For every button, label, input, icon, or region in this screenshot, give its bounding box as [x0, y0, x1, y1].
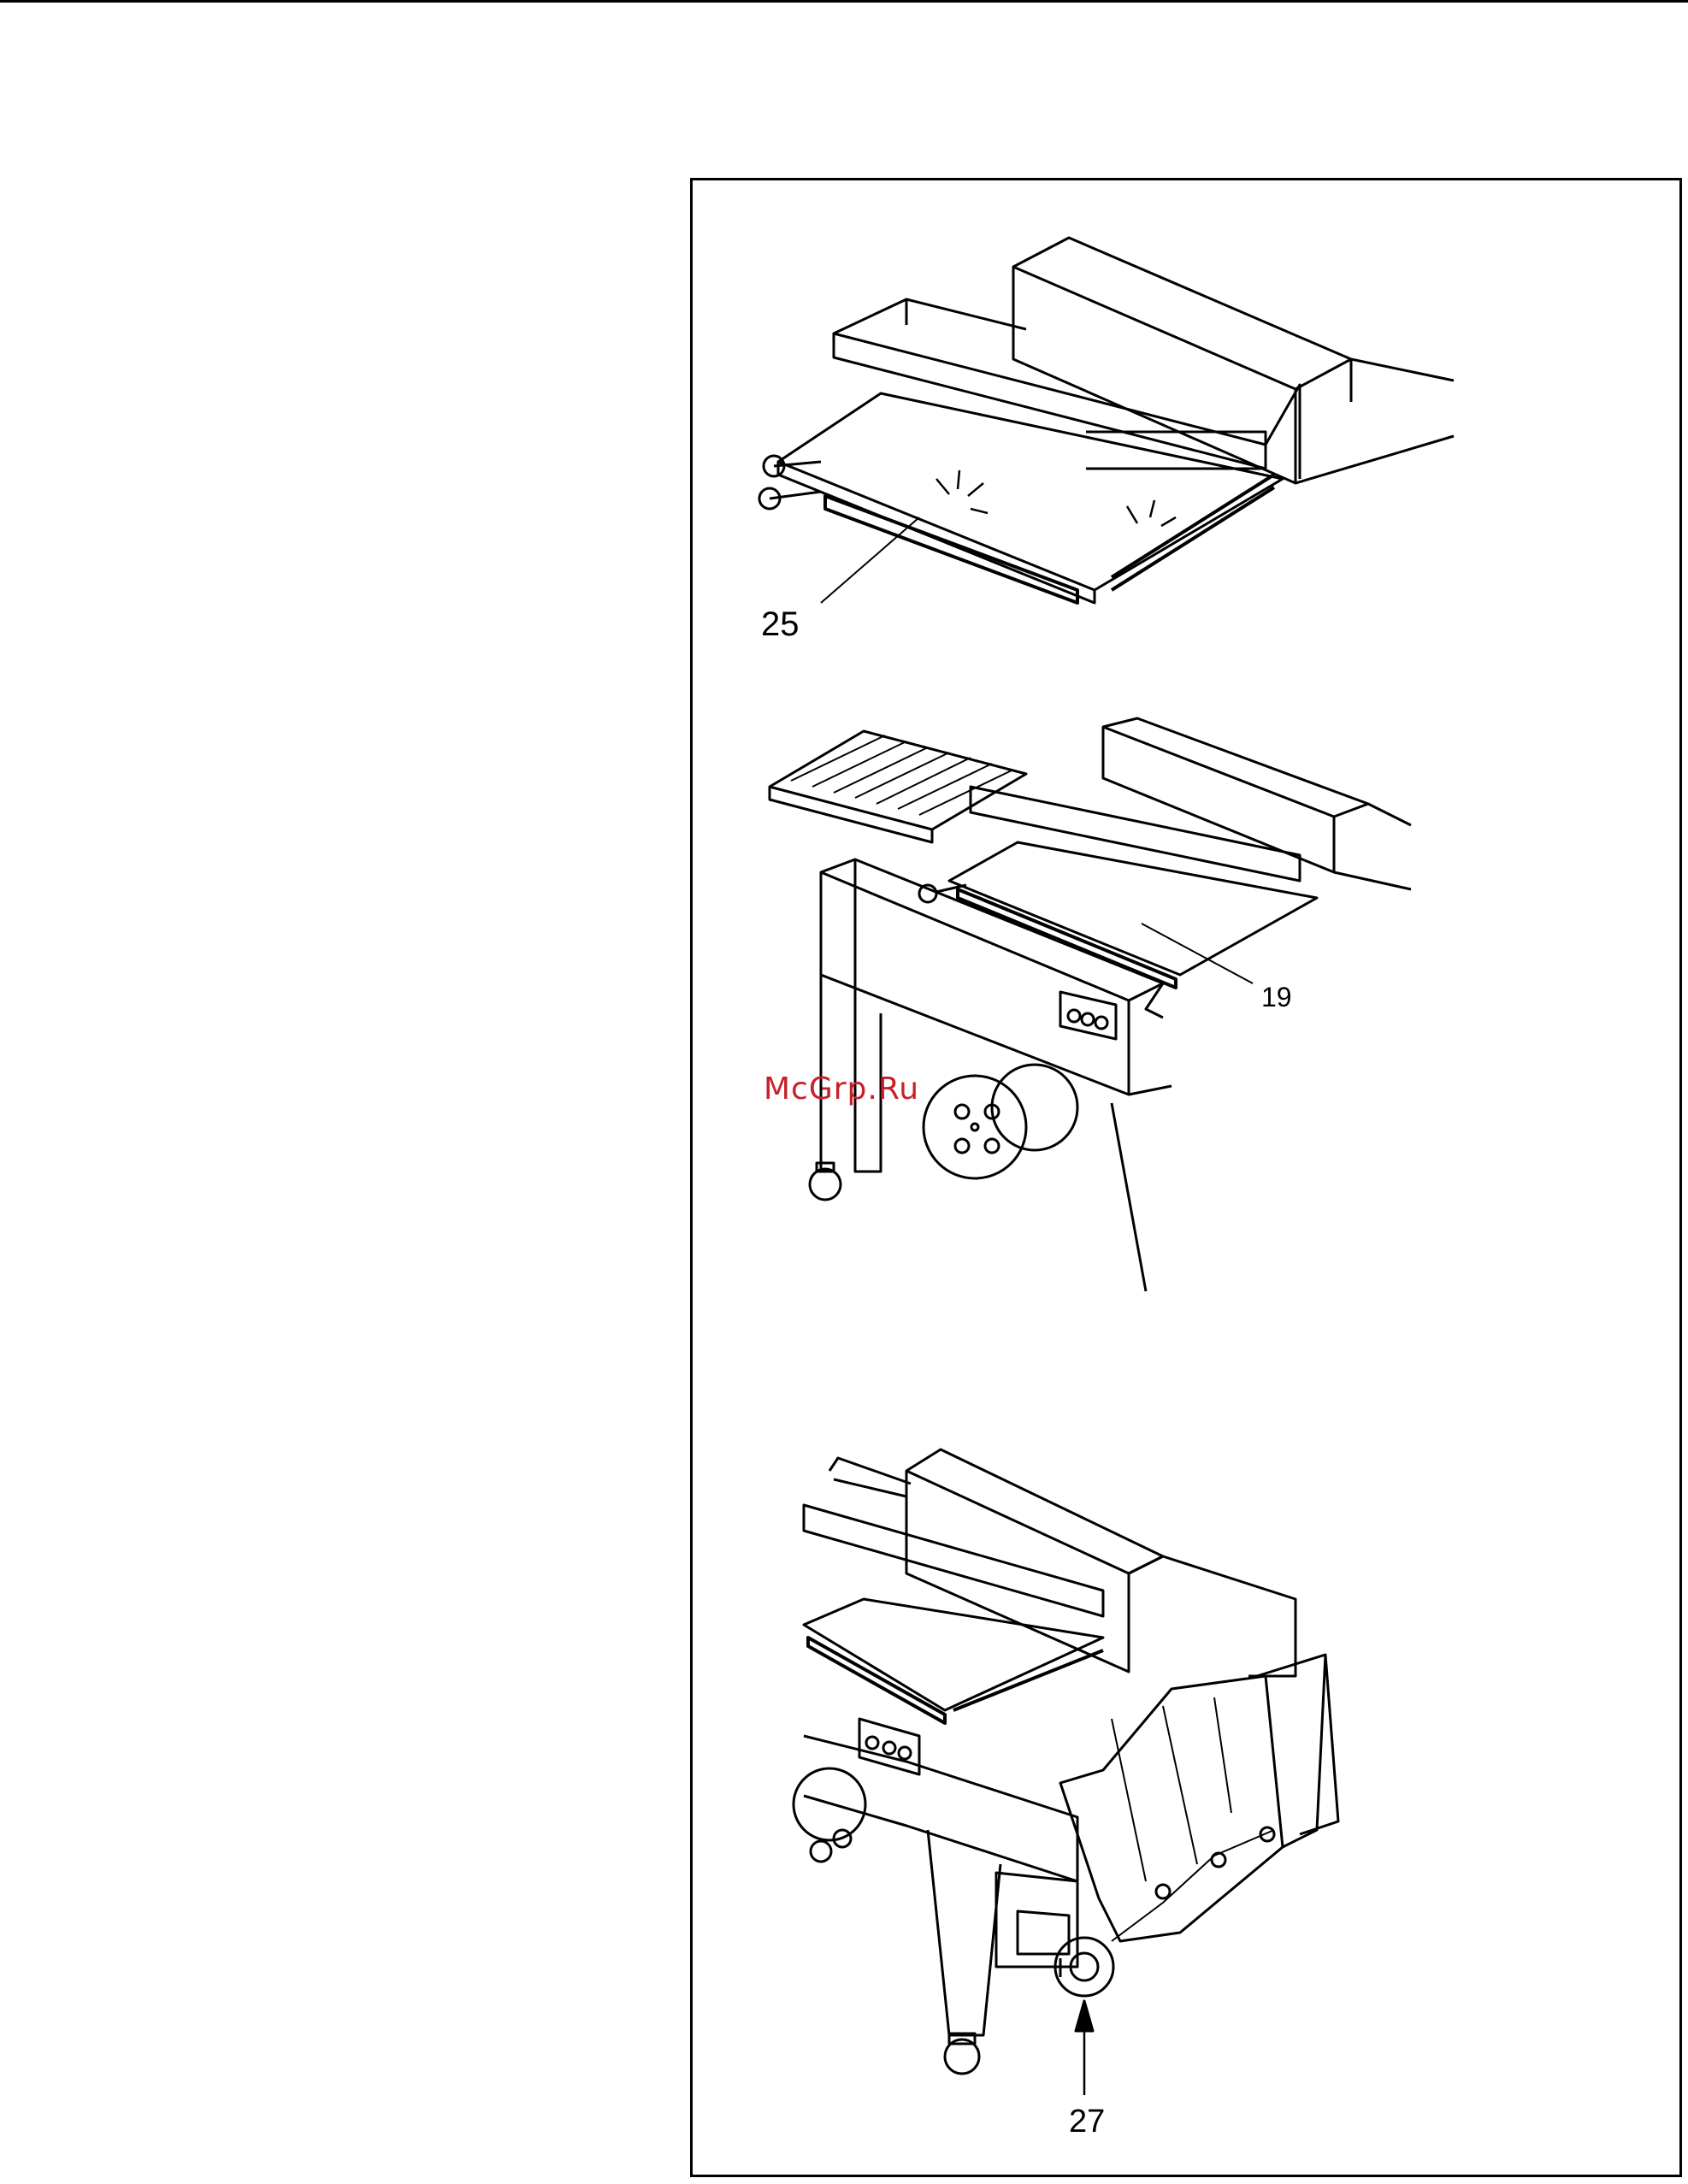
callout-sealing-bar: 25: [761, 605, 800, 644]
callout-film-roll: 27: [1069, 2104, 1105, 2140]
callout-conveyor: 19: [1261, 982, 1292, 1013]
watermark: McGrp.Ru: [764, 1071, 919, 1107]
